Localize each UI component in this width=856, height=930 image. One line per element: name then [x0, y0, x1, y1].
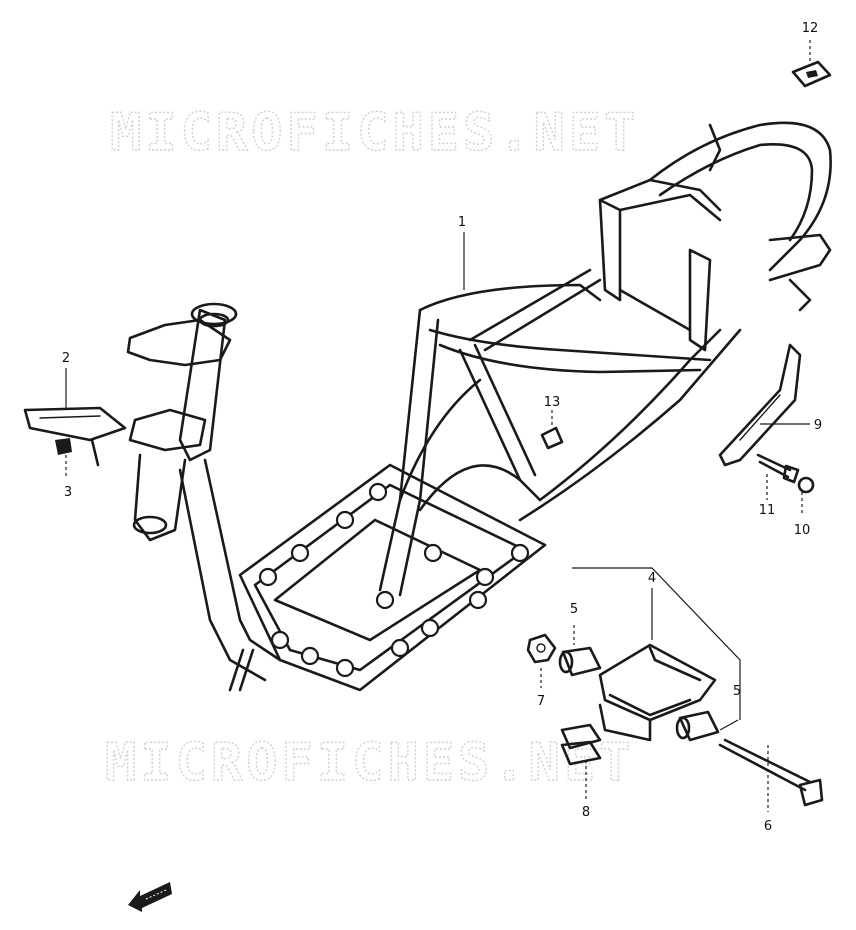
leader-lines: [65, 40, 811, 812]
callout-10: 10: [794, 523, 811, 538]
callout-12: 12: [802, 21, 819, 36]
callout-13: 13: [544, 395, 561, 410]
watermark-top: MICROFICHES.NET: [110, 103, 640, 163]
nut-part-7: [526, 633, 557, 664]
bushing-part-5a: [558, 646, 602, 677]
callout-6: 6: [764, 819, 772, 834]
callout-11: 11: [759, 503, 776, 518]
callout-5a: 5: [570, 602, 578, 617]
bolt-part-11: [756, 453, 800, 484]
nut-part-3: [55, 438, 72, 455]
bushing-part-5b: [675, 710, 720, 742]
callout-8: 8: [582, 805, 590, 820]
callout-3: 3: [64, 485, 72, 500]
callout-1: 1: [458, 215, 466, 230]
bolt-part-6: [718, 738, 824, 807]
bracket-part-2: [23, 406, 127, 467]
callout-4: 4: [648, 571, 656, 586]
front-direction-arrow-icon: [128, 882, 172, 912]
callout-2: 2: [62, 351, 70, 366]
main-frame: [126, 121, 832, 692]
callout-5b: 5: [733, 684, 741, 699]
clip-nut-part-12: [791, 60, 832, 88]
watermark-bottom: MICROFICHES.NET: [105, 733, 635, 793]
clip-part-13: [540, 426, 564, 450]
callout-9: 9: [814, 418, 822, 433]
callout-7: 7: [537, 694, 545, 709]
cover-part-9: [718, 343, 802, 467]
engine-mount-part-4: [598, 643, 717, 742]
cap-part-10: [797, 476, 815, 494]
rubber-mount-part-8: [560, 723, 602, 766]
